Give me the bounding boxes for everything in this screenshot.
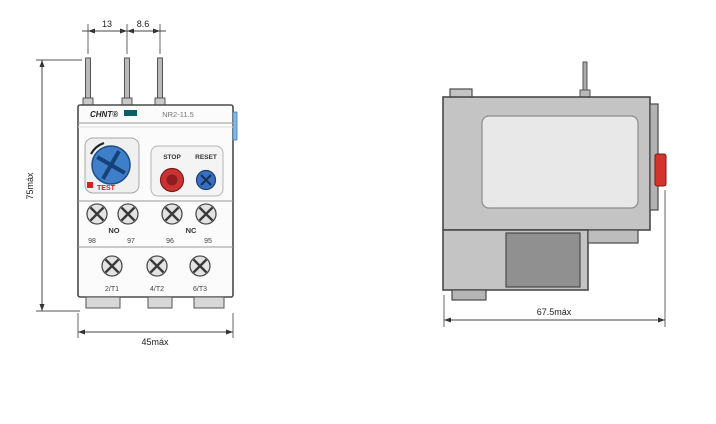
- no-contact-label: NO: [108, 226, 119, 235]
- dimension-label-pin-pitch-left: 13: [102, 19, 112, 29]
- right-ledge: [587, 229, 639, 244]
- dimension-width: 45máx: [77, 313, 234, 347]
- brand-logo-mark: [124, 110, 137, 116]
- brand-logo-text: CHNT®: [90, 110, 118, 119]
- relay-side-body: [442, 61, 667, 301]
- reset-label: RESET: [195, 154, 217, 161]
- test-label: TEST: [97, 185, 116, 192]
- dimension-height: 75máx: [25, 59, 82, 312]
- label-panel: [481, 115, 639, 209]
- terminal-label-t1: 2/T1: [105, 286, 119, 293]
- button-area: STOP RESET: [150, 145, 224, 197]
- foot: [147, 296, 173, 309]
- aux-screw-96: [160, 202, 184, 226]
- side-view: 67.5máx: [442, 61, 667, 327]
- arrowhead: [39, 304, 45, 311]
- bottom-foot: [451, 289, 487, 301]
- terminal-number-98: 98: [88, 238, 96, 245]
- side-clip-tab: [232, 111, 238, 141]
- supply-pin-3: [154, 57, 166, 106]
- stop-button-center: [166, 174, 178, 186]
- arrowhead: [88, 28, 95, 34]
- main-screw-t1: [100, 254, 124, 278]
- side-pin: [582, 61, 588, 93]
- arrowhead: [153, 28, 160, 34]
- terminal-label-t2: 4/T2: [150, 286, 164, 293]
- nc-contact-label: NC: [186, 226, 197, 235]
- dimension-label-depth: 67.5máx: [537, 307, 572, 317]
- supply-pin-2: [121, 57, 133, 106]
- terminal-number-96: 96: [166, 238, 174, 245]
- terminal-label-t3: 6/T3: [193, 286, 207, 293]
- front-view: 13 8.6 75máx CHNT® NR2-11.5: [25, 19, 238, 347]
- terminal-number-97: 97: [127, 238, 135, 245]
- dimension-pin-pitch: 13 8.6: [82, 19, 166, 54]
- dimension-label-pin-pitch-right: 8.6: [137, 19, 150, 29]
- supply-pins: [82, 57, 166, 106]
- foot: [85, 296, 121, 309]
- arrowhead: [127, 28, 134, 34]
- aux-screw-95: [194, 202, 218, 226]
- stop-label: STOP: [163, 154, 181, 161]
- aux-screw-97: [116, 202, 140, 226]
- mounting-feet: [85, 296, 225, 309]
- release-tab: [654, 153, 667, 187]
- dial-scale-arc: [90, 141, 105, 155]
- terminal-number-95: 95: [204, 238, 212, 245]
- arrowhead: [39, 60, 45, 67]
- main-screw-t2: [145, 254, 169, 278]
- current-dial-area: TEST: [84, 137, 140, 194]
- supply-pin-1: [82, 57, 94, 106]
- arrowhead: [444, 317, 451, 323]
- arrowhead: [120, 28, 127, 34]
- main-screw-t3: [188, 254, 212, 278]
- dimension-label-width: 45máx: [141, 337, 169, 347]
- relay-front-body: CHNT® NR2-11.5 TEST STOP RESET: [77, 104, 238, 309]
- lower-insert: [505, 232, 581, 288]
- arrowhead: [78, 329, 85, 335]
- dial-cross-slot: [96, 150, 126, 180]
- arrowhead: [226, 329, 233, 335]
- main-terminal-row: 2/T1 4/T2 6/T3: [100, 254, 212, 293]
- model-number: NR2-11.5: [162, 110, 194, 119]
- dimension-label-height: 75máx: [25, 172, 35, 200]
- aux-terminal-row: 98 NO 97 96 NC 95: [85, 202, 218, 245]
- dimension-depth: 67.5máx: [443, 190, 666, 327]
- arrowhead: [658, 317, 665, 323]
- foot: [193, 296, 225, 309]
- test-indicator: [87, 182, 93, 188]
- reset-button-slot: [200, 174, 212, 186]
- aux-screw-98: [85, 202, 109, 226]
